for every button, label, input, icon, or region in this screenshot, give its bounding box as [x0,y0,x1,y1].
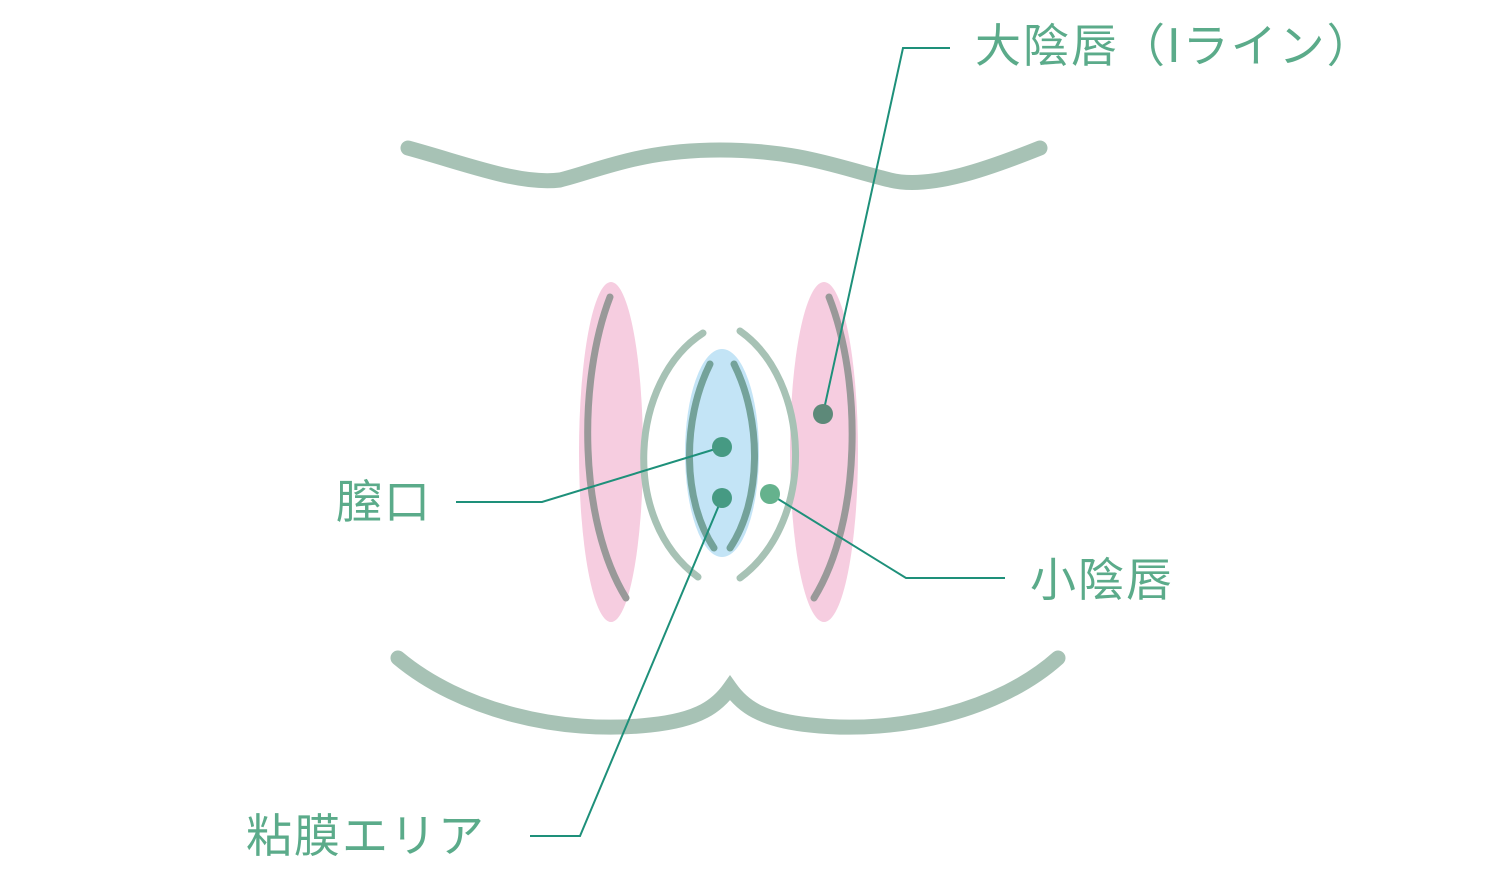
labia-majora-left-stroke [584,293,630,602]
dot-mucosa-area [712,488,732,508]
dot-vaginal-opening [712,437,732,457]
leader-line-labia-majora [822,47,950,415]
mucosa-right-stroke [726,360,758,552]
labia-minora-left [640,329,707,581]
leader-line-mucosa-area [530,497,723,837]
mucosa-left-stroke [686,360,718,552]
leader-line-labia-minora [769,493,1005,579]
upper-contour [400,140,1048,190]
label-labia-majora: 大陰唇（Iライン） [975,19,1375,73]
lower-contour [390,650,1066,735]
label-mucosa-area: 粘膜エリア [246,809,486,863]
leader-line-vaginal-opening [456,446,723,503]
labia-minora-right [736,327,799,582]
label-vaginal-opening: 膣口 [336,475,432,529]
dot-labia-minora [760,484,780,504]
label-labia-minora: 小陰唇 [1030,553,1174,607]
dot-labia-majora [813,404,833,424]
